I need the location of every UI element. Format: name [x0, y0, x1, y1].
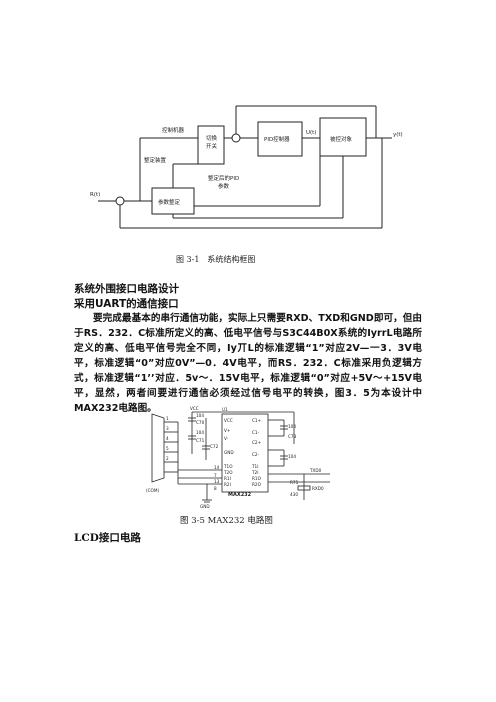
cap-label-7: C73 — [288, 434, 297, 439]
max232-circuit-diagram: U1 MAX232 (COM) VCC 1 3 4 5 2 14 7 13 8 … — [146, 406, 330, 509]
chip-pin-8: 8 — [214, 486, 217, 491]
gnd-label: GND — [200, 504, 210, 509]
chip-pin-r2i: R2I — [224, 482, 231, 487]
cap-label-6: 104 — [288, 424, 296, 429]
chip-pin-c1m: C1- — [252, 430, 260, 435]
cap-label-4: C71 — [196, 438, 205, 443]
net-txd0: TXD0 — [309, 468, 322, 473]
pid-summing-junction — [231, 133, 241, 143]
max232-chip — [221, 413, 269, 493]
chip-pin-vp: V+ — [224, 428, 231, 433]
cap-label-2: C70 — [196, 420, 205, 425]
chip-pin-c1p: C1+ — [252, 418, 262, 423]
switch-label-2: 开关 — [206, 142, 218, 150]
y-label: y(t) — [393, 132, 403, 138]
control-rule-label: 控制机器 — [162, 126, 185, 134]
pid-label: PID控制器 — [264, 135, 290, 143]
vcc-label: VCC — [190, 406, 199, 411]
chip-pin-c2p: C2+ — [252, 440, 262, 445]
chip-pin-t1i: T1I — [251, 464, 258, 469]
paragraph-text: 要完成最基本的串行通信功能，实际上只需要RXD、TXD和GND即可，但由于RS．… — [74, 313, 422, 414]
conn-pin-1: 1 — [166, 416, 169, 421]
section-heading: 系统外围接口电路设计 — [74, 283, 179, 295]
chip-pin-vcc: VCC — [224, 418, 233, 423]
chip-pin-r1o: R1O — [252, 476, 262, 481]
tuner-label: 整定装置 — [144, 156, 167, 164]
pid-params-label-1: 整定后的PID — [208, 174, 239, 182]
chip-pin-7: 7 — [214, 473, 217, 478]
db9-connector — [151, 413, 165, 483]
cap-label-8: 104 — [288, 454, 296, 459]
tuning-label: 参数整定 — [158, 198, 181, 206]
chip-pin-gnd: GND — [224, 450, 234, 455]
r-label: R(t) — [90, 192, 100, 198]
cap-label-3: 104 — [196, 430, 204, 435]
chip-pin-t2i: T2I — [251, 470, 258, 475]
switch-block — [197, 125, 225, 165]
net-430: 430 — [290, 492, 298, 497]
pid-block — [257, 121, 303, 157]
body-paragraph: 要完成最基本的串行通信功能，实际上只需要RXD、TXD和GND即可，但由于RS．… — [74, 311, 422, 416]
system-block-diagram: 切换 开关 PID控制器 被控对象 参数整定 控制机器 整定装置 整定后的PID… — [90, 105, 403, 229]
chip-pin-t2o: T2O — [223, 470, 233, 475]
chip-pin-c2m: C2- — [252, 452, 260, 457]
lcd-heading: LCD接口电路 — [74, 532, 141, 544]
chip-name-label: MAX232 — [228, 492, 252, 498]
chip-pin-14: 14 — [214, 465, 220, 470]
conn-pin-2: 2 — [166, 456, 169, 461]
u-label: U(t) — [306, 130, 316, 136]
com-label: (COM) — [146, 488, 159, 493]
chip-pin-13: 13 — [214, 479, 220, 484]
pid-params-label-2: 参数 — [218, 182, 230, 190]
resistor-r75 — [297, 485, 311, 491]
conn-pin-4: 4 — [166, 436, 169, 441]
conn-pin-3: 3 — [166, 426, 169, 431]
input-summing-junction — [115, 196, 125, 206]
chip-pin-vm: V- — [224, 436, 229, 441]
figure2-caption: 图 3-5 MAX232 电路图 — [180, 516, 273, 526]
cap-label-1: 104 — [196, 413, 204, 418]
cap-label-5: C72 — [210, 444, 219, 449]
switch-label-1: 切换 — [206, 134, 218, 142]
subsection-heading: 采用UART的通信接口 — [74, 298, 179, 310]
plant-label: 被控对象 — [330, 135, 353, 143]
figure1-caption: 图 3-1 系统结构框图 — [176, 255, 256, 264]
chip-pin-r2o: R2O — [252, 482, 262, 487]
chip-pin-t1o: T1O — [223, 464, 233, 469]
chip-ref-label: U1 — [222, 407, 228, 412]
conn-pin-5: 5 — [166, 446, 169, 451]
net-r75: R75 — [290, 480, 299, 485]
net-rxd0: RXD0 — [312, 486, 324, 491]
chip-pin-r1i: R1I — [224, 476, 231, 481]
